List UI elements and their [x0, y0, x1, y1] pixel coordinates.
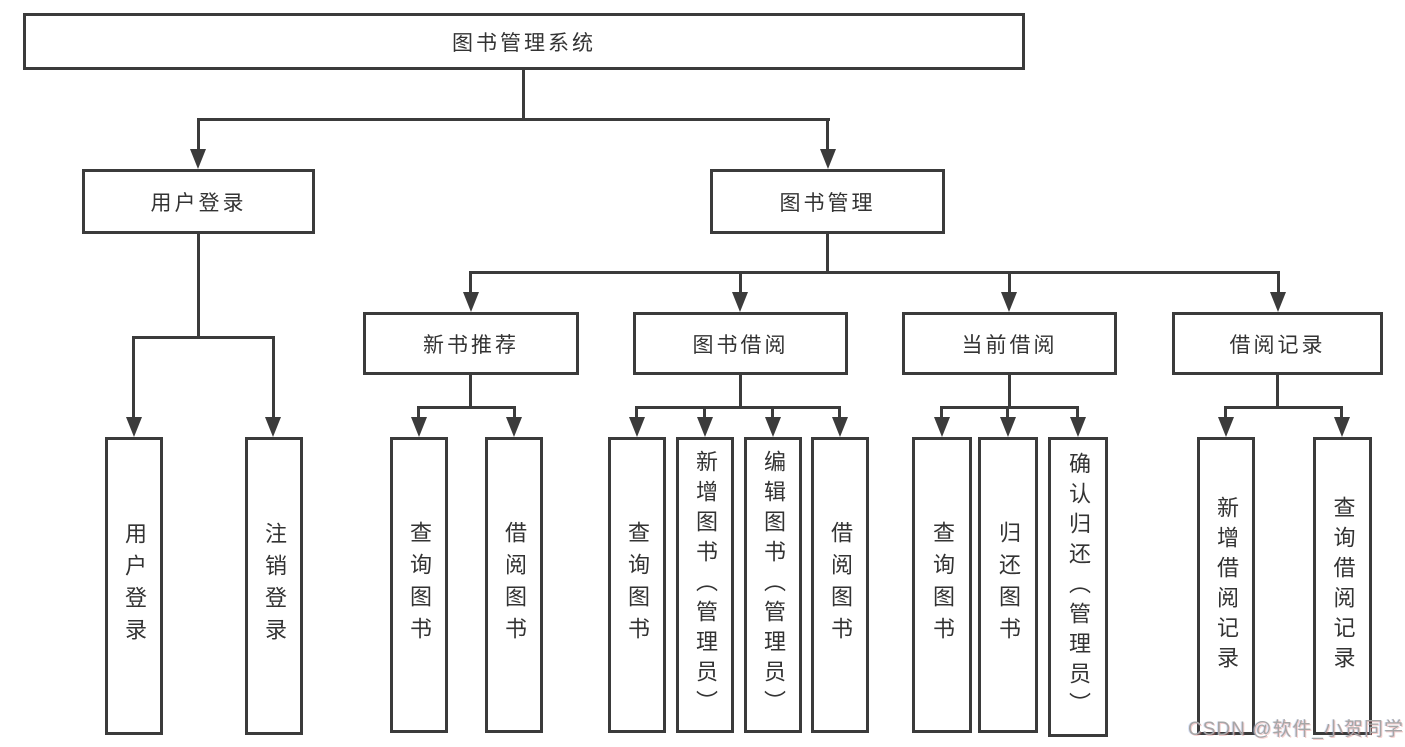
leaf-label: 新增借阅记录 [1214, 496, 1239, 676]
connector-line [470, 271, 1279, 274]
connector-line [635, 406, 841, 409]
node-label: 用户登录 [150, 191, 247, 215]
node-label: 当前借阅 [961, 333, 1058, 357]
csdn-watermark: CSDN @软件_小贺同学 [1188, 719, 1404, 740]
connector-line [197, 118, 830, 121]
connector-line [739, 375, 742, 406]
leaf-add-borrow-record: 新增借阅记录 [1197, 437, 1255, 735]
leaf-confirm-return-admin: 确认归还（管理员） [1048, 437, 1108, 737]
connector-line [197, 234, 200, 336]
node-book-management: 图书管理 [710, 169, 945, 234]
connector-line [838, 406, 841, 417]
connector-arrowhead [832, 417, 848, 437]
connector-line [513, 406, 516, 417]
leaf-query-books-recommend: 查询图书 [390, 437, 448, 733]
node-new-book-recommend: 新书推荐 [363, 312, 579, 375]
leaf-logout: 注销登录 [245, 437, 303, 735]
connector-arrowhead [934, 417, 950, 437]
node-user-login: 用户登录 [82, 169, 315, 234]
connector-line [522, 70, 525, 118]
connector-arrowhead [126, 417, 142, 437]
node-label: 新书推荐 [423, 333, 519, 357]
node-library-management-system: 图书管理系统 [23, 13, 1025, 70]
leaf-user-login: 用户登录 [105, 437, 163, 735]
connector-line [771, 406, 774, 417]
node-borrow-records: 借阅记录 [1172, 312, 1383, 375]
connector-arrowhead [1270, 292, 1286, 312]
leaf-borrow-books-borrow: 借阅图书 [811, 437, 869, 733]
leaf-label: 查询图书 [930, 521, 955, 649]
connector-line [132, 336, 275, 339]
connector-line [197, 118, 200, 149]
leaf-label: 借阅图书 [828, 521, 853, 649]
leaf-label: 新增图书（管理员） [693, 450, 718, 720]
connector-line [1008, 271, 1011, 292]
node-label: 图书管理 [779, 191, 876, 215]
connector-arrowhead [732, 292, 748, 312]
connector-arrowhead [629, 417, 645, 437]
leaf-label: 借阅图书 [502, 521, 527, 649]
connector-arrowhead [697, 417, 713, 437]
leaf-query-borrow-record: 查询借阅记录 [1313, 437, 1372, 735]
connector-arrowhead [190, 149, 206, 169]
connector-arrowhead [765, 417, 781, 437]
connector-line [1224, 406, 1227, 417]
connector-line [1076, 406, 1079, 417]
connector-line [1224, 406, 1343, 409]
connector-arrowhead [411, 417, 427, 437]
leaf-label: 归还图书 [996, 521, 1021, 649]
leaf-label: 查询借阅记录 [1330, 496, 1356, 676]
connector-line [469, 271, 472, 292]
leaf-label: 查询图书 [625, 521, 650, 649]
node-label: 借阅记录 [1229, 333, 1326, 357]
connector-line [940, 406, 943, 417]
connector-arrowhead [1000, 417, 1016, 437]
node-label: 图书管理系统 [452, 31, 596, 55]
connector-line [826, 234, 829, 271]
connector-arrowhead [820, 149, 836, 169]
connector-line [1006, 406, 1009, 417]
leaf-borrow-books-recommend: 借阅图书 [485, 437, 543, 733]
connector-line [417, 406, 420, 417]
leaf-query-books-borrow: 查询图书 [608, 437, 666, 733]
connector-line [739, 271, 742, 292]
node-book-borrow: 图书借阅 [633, 312, 848, 375]
leaf-label: 确认归还（管理员） [1066, 452, 1091, 722]
connector-line [1276, 375, 1279, 406]
connector-line [940, 406, 1079, 409]
node-label: 图书借阅 [692, 333, 789, 357]
connector-arrowhead [1001, 292, 1017, 312]
connector-line [1340, 406, 1343, 417]
connector-line [272, 336, 275, 417]
leaf-return-book: 归还图书 [978, 437, 1038, 733]
connector-line [703, 406, 706, 417]
leaf-label: 查询图书 [407, 521, 432, 649]
connector-arrowhead [1218, 417, 1234, 437]
connector-arrowhead [265, 417, 281, 437]
leaf-label: 注销登录 [262, 522, 287, 650]
connector-line [635, 406, 638, 417]
leaf-label: 编辑图书（管理员） [761, 450, 786, 720]
connector-arrowhead [1070, 417, 1086, 437]
connector-line [1277, 271, 1280, 292]
leaf-edit-book-admin: 编辑图书（管理员） [744, 437, 802, 733]
connector-line [132, 336, 135, 417]
connector-arrowhead [506, 417, 522, 437]
node-current-borrow: 当前借阅 [902, 312, 1117, 375]
connector-line [417, 406, 516, 409]
connector-line [1008, 375, 1011, 406]
leaf-label: 用户登录 [122, 522, 147, 650]
connector-arrowhead [1334, 417, 1350, 437]
leaf-query-books-current: 查询图书 [912, 437, 972, 733]
connector-line [826, 118, 829, 149]
leaf-add-book-admin: 新增图书（管理员） [676, 437, 734, 733]
connector-arrowhead [463, 292, 479, 312]
connector-line [469, 375, 472, 406]
